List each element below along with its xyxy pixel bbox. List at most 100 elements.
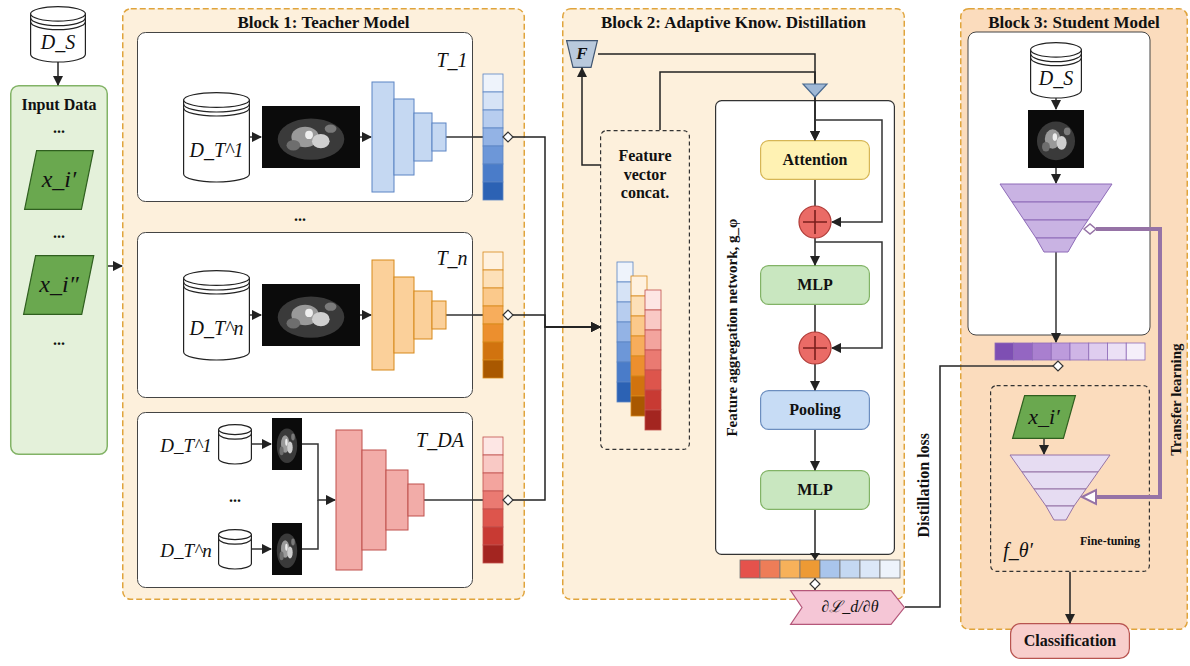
- join-diamond: [503, 495, 513, 505]
- student-network: [1000, 184, 1112, 252]
- residual-add: [799, 206, 831, 238]
- join-diamond: [810, 579, 820, 589]
- connector: [814, 430, 816, 470]
- mlp-block: MLP: [760, 265, 870, 305]
- feature-vector: [1014, 343, 1033, 360]
- connector: [905, 366, 960, 607]
- mri-image: [272, 523, 302, 575]
- rect-outline: [991, 386, 1150, 572]
- cyl-outline: [219, 434, 252, 440]
- dataset-cylinder: D_S: [30, 6, 86, 62]
- feature-vector: [631, 296, 647, 316]
- teacher-network: [408, 484, 424, 516]
- feature-vector: [631, 336, 647, 356]
- text-label: ...: [53, 224, 65, 242]
- input-sample: x_i′: [24, 150, 94, 210]
- text-label: T_1: [436, 49, 467, 72]
- text-label: T_DA: [416, 429, 464, 452]
- flow-arrow: [252, 443, 271, 445]
- flow-arrow: [424, 499, 473, 501]
- feature-vector: [483, 324, 503, 342]
- text-label: Input Data: [21, 96, 96, 114]
- feature-vector: [860, 560, 880, 578]
- feature-vector: [617, 262, 633, 282]
- connector: [473, 327, 600, 500]
- feature-vector: [483, 252, 503, 270]
- funnel-outline: [567, 41, 598, 68]
- connector: [582, 68, 600, 165]
- mri-image: [262, 106, 1084, 575]
- feature-vector: [483, 74, 1145, 578]
- student-network: [1000, 184, 1112, 202]
- student-network: [1036, 238, 1076, 252]
- merge-triangle: [803, 84, 827, 560]
- connector: [814, 305, 816, 390]
- rect-outline: [761, 266, 870, 305]
- block-panel: Block 2: Adaptive Know. DistillationFFea…: [562, 8, 905, 600]
- teacher-network: [372, 260, 446, 370]
- cyl-outline: [219, 539, 252, 545]
- rect-outline: [138, 33, 473, 202]
- residual-add: [803, 210, 827, 234]
- feature-vector: [1051, 343, 1070, 360]
- cyl-outline: [31, 18, 86, 26]
- feature-vector: [645, 370, 661, 390]
- cyl-outline: [218, 424, 252, 464]
- mri-image: [272, 418, 302, 470]
- finetune-network: [1046, 506, 1074, 520]
- feature-vector: [617, 382, 633, 402]
- cyl-outline: [1031, 58, 1082, 66]
- text-label: x_i′: [1028, 404, 1060, 429]
- feature-vector: [880, 560, 900, 578]
- feature-vector: [617, 262, 633, 402]
- cyl-outline: [31, 7, 86, 21]
- pooling-block: Pooling: [760, 390, 870, 430]
- aggregation-network: Feature aggregation network, g_φAttentio…: [715, 100, 895, 555]
- text-label: ...: [294, 207, 306, 225]
- text-label: x_i′: [42, 166, 77, 194]
- flow-arrow: [302, 444, 335, 500]
- flow-arrow: [252, 548, 271, 550]
- block-panel: Block 1: Teacher ModelT_1D_T^1T_nD_T^nT_…: [122, 8, 525, 600]
- flow-arrow: [1055, 252, 1057, 342]
- dataset-cylinder: D_S: [1030, 42, 1082, 98]
- feature-vector: [483, 360, 503, 378]
- teacher-card: T_DAD_T^1D_T^n: [137, 412, 473, 588]
- mlp-block: MLP: [760, 470, 870, 510]
- para-outline: [25, 151, 94, 210]
- flow-arrow: [1055, 98, 1057, 109]
- feature-vector: [617, 362, 633, 382]
- para-outline: [24, 256, 94, 315]
- flow-arrow: [446, 136, 473, 138]
- text-label: MLP: [797, 481, 833, 499]
- teacher-network: [362, 450, 386, 550]
- text-label: D_T^n: [190, 317, 244, 340]
- connector: [473, 315, 600, 327]
- rect-outline: [11, 86, 108, 455]
- dataset-cylinder: D_T^1: [183, 92, 250, 182]
- text-label: ∂ℒ_d/∂θ: [821, 598, 878, 616]
- rect-outline: [601, 131, 690, 450]
- residual-add: [799, 206, 831, 364]
- rect-outline: [1011, 624, 1130, 659]
- flow-arrow: [815, 120, 882, 222]
- teacher-card: T_1D_T^1: [137, 32, 473, 202]
- teacher-network: [394, 99, 414, 175]
- connector: [1069, 572, 1071, 623]
- teacher-network: [336, 430, 362, 570]
- text-label: Pooling: [789, 401, 841, 419]
- rect-outline: [960, 8, 1188, 630]
- feature-vector: [740, 560, 900, 578]
- connector: [660, 72, 815, 140]
- dataset-cylinder: D_T^1: [218, 424, 252, 464]
- cyl-outline: [31, 22, 86, 30]
- feature-vector: [1089, 343, 1108, 360]
- connector: [57, 62, 59, 85]
- feature-vector: [780, 560, 800, 578]
- finetune-network: [1010, 455, 1110, 520]
- cyl-outline: [184, 282, 250, 290]
- merge-triangle: [810, 553, 820, 560]
- feature-vector: [483, 342, 503, 360]
- text-label: ...: [53, 119, 65, 137]
